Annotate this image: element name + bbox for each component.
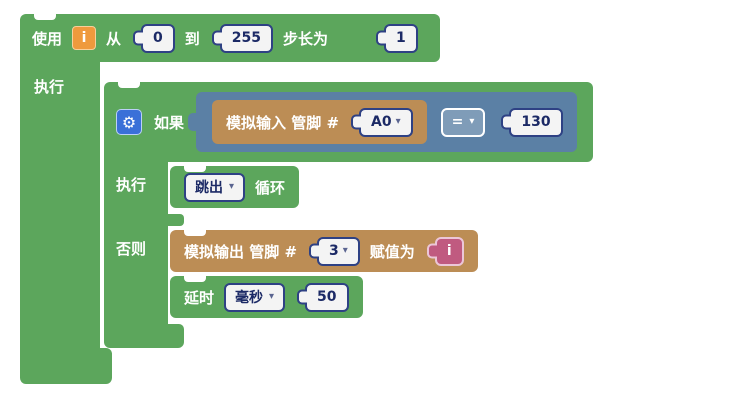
if-else-section: 否则 模拟输出 管脚 # 3 ▾ 赋值为 i	[104, 226, 593, 324]
delay-unit-dropdown[interactable]: 毫秒 ▾	[224, 282, 286, 312]
to-value-chip[interactable]: 255	[219, 23, 274, 53]
delay-unit-value: 毫秒	[235, 290, 264, 306]
if-section-divider	[104, 214, 184, 226]
loop-suffix-label: 循环	[255, 178, 286, 197]
caret-down-icon: ▾	[269, 291, 275, 302]
compare-value-chip[interactable]: 130	[509, 107, 563, 137]
pin-value: 3	[329, 243, 339, 259]
if-label: 如果	[154, 113, 185, 132]
break-action-value: 跳出	[195, 180, 223, 196]
block-notch	[184, 276, 206, 282]
analog-write-label: 模拟输出 管脚 #	[184, 242, 298, 261]
delay-label: 延时	[184, 288, 215, 307]
else-label: 否则	[104, 226, 168, 324]
analog-read-pin-dropdown[interactable]: A0 ▾	[359, 107, 413, 137]
operator-value: =	[451, 114, 464, 130]
for-loop-header[interactable]: 使用 i 从 0 到 255 步长为 1	[20, 14, 440, 62]
break-action-dropdown[interactable]: 跳出 ▾	[184, 172, 246, 202]
caret-down-icon: ▾	[395, 116, 401, 127]
variable-chip-i[interactable]: i	[434, 236, 464, 266]
from-label: 从	[106, 29, 122, 48]
use-label: 使用	[32, 29, 63, 48]
assign-label: 赋值为	[369, 242, 415, 261]
if-else-block[interactable]: ⚙ 如果 模拟输入 管脚 # A0 ▾	[104, 82, 593, 348]
delay-value-chip[interactable]: 50	[305, 282, 349, 312]
from-value-chip[interactable]: 0	[141, 23, 175, 53]
analog-read-block[interactable]: 模拟输入 管脚 # A0 ▾	[212, 100, 427, 144]
caret-down-icon: ▾	[469, 116, 475, 127]
pin-value: A0	[371, 114, 392, 130]
if-foot	[104, 324, 184, 348]
if-do-label: 执行	[104, 162, 168, 214]
block-notch	[184, 166, 206, 172]
gear-icon[interactable]: ⚙	[116, 109, 142, 135]
block-notch	[118, 82, 140, 88]
to-label: 到	[184, 29, 200, 48]
loop-body: 执行 ⚙ 如果 模拟输入 管脚 # A0	[20, 62, 593, 348]
caret-down-icon: ▾	[229, 181, 235, 192]
caret-down-icon: ▾	[342, 245, 348, 256]
delay-block[interactable]: 延时 毫秒 ▾ 50	[170, 276, 363, 318]
compare-block[interactable]: 模拟输入 管脚 # A0 ▾ = ▾ 130	[196, 92, 577, 152]
block-notch	[184, 230, 206, 236]
step-value-chip[interactable]: 1	[384, 23, 418, 53]
for-loop-block[interactable]: 使用 i 从 0 到 255 步长为 1 执行 ⚙ 如果	[20, 14, 593, 384]
loop-statements: ⚙ 如果 模拟输入 管脚 # A0 ▾	[100, 62, 593, 348]
step-label: 步长为	[283, 29, 329, 48]
analog-write-block[interactable]: 模拟输出 管脚 # 3 ▾ 赋值为 i	[170, 230, 478, 272]
analog-read-label: 模拟输入 管脚 #	[226, 113, 340, 132]
loop-foot	[20, 348, 112, 384]
analog-write-pin-dropdown[interactable]: 3 ▾	[317, 236, 360, 266]
loop-do-label: 执行	[20, 62, 100, 348]
block-notch	[34, 14, 56, 20]
if-header[interactable]: ⚙ 如果 模拟输入 管脚 # A0 ▾	[104, 82, 593, 162]
loop-variable-badge[interactable]: i	[72, 26, 97, 50]
if-do-section: 执行 跳出 ▾ 循环	[104, 162, 593, 214]
operator-dropdown[interactable]: = ▾	[440, 107, 486, 137]
break-loop-block[interactable]: 跳出 ▾ 循环	[170, 166, 300, 208]
else-statements: 模拟输出 管脚 # 3 ▾ 赋值为 i 延时	[170, 226, 478, 324]
if-do-statements: 跳出 ▾ 循环	[170, 162, 300, 214]
